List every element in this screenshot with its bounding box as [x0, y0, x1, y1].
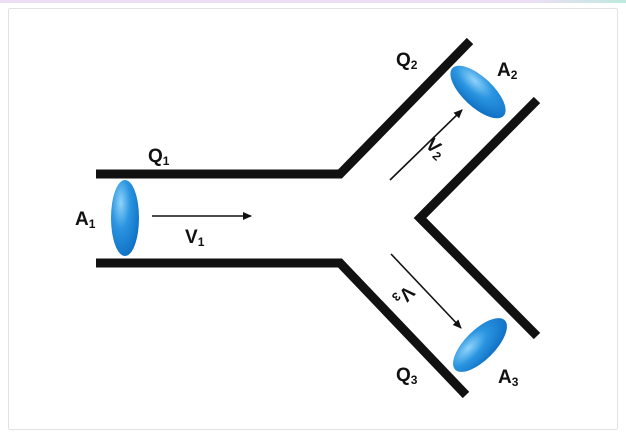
velocity-arrow-v2 [389, 109, 463, 181]
cross-section-a3 [453, 318, 507, 372]
label-v1: V1 [185, 227, 205, 249]
label-a1: A1 [75, 209, 96, 231]
label-q2: Q2 [396, 50, 418, 72]
cross-section-a1 [111, 180, 139, 256]
label-a2: A2 [497, 60, 518, 82]
cross-section-a2 [450, 65, 506, 119]
figure-card [8, 8, 618, 430]
velocity-arrow-v3 [390, 253, 462, 329]
label-q1: Q1 [148, 146, 170, 168]
label-a3: A3 [498, 367, 519, 389]
pipe-wall-inner [413, 96, 541, 340]
pipe-wall-bottom [96, 258, 470, 399]
top-accent-bar [0, 0, 626, 3]
pipe-wall-top [96, 37, 474, 179]
label-q3: Q3 [396, 365, 418, 387]
label-v3: V3 [389, 280, 418, 309]
label-v2: V2 [420, 134, 449, 164]
